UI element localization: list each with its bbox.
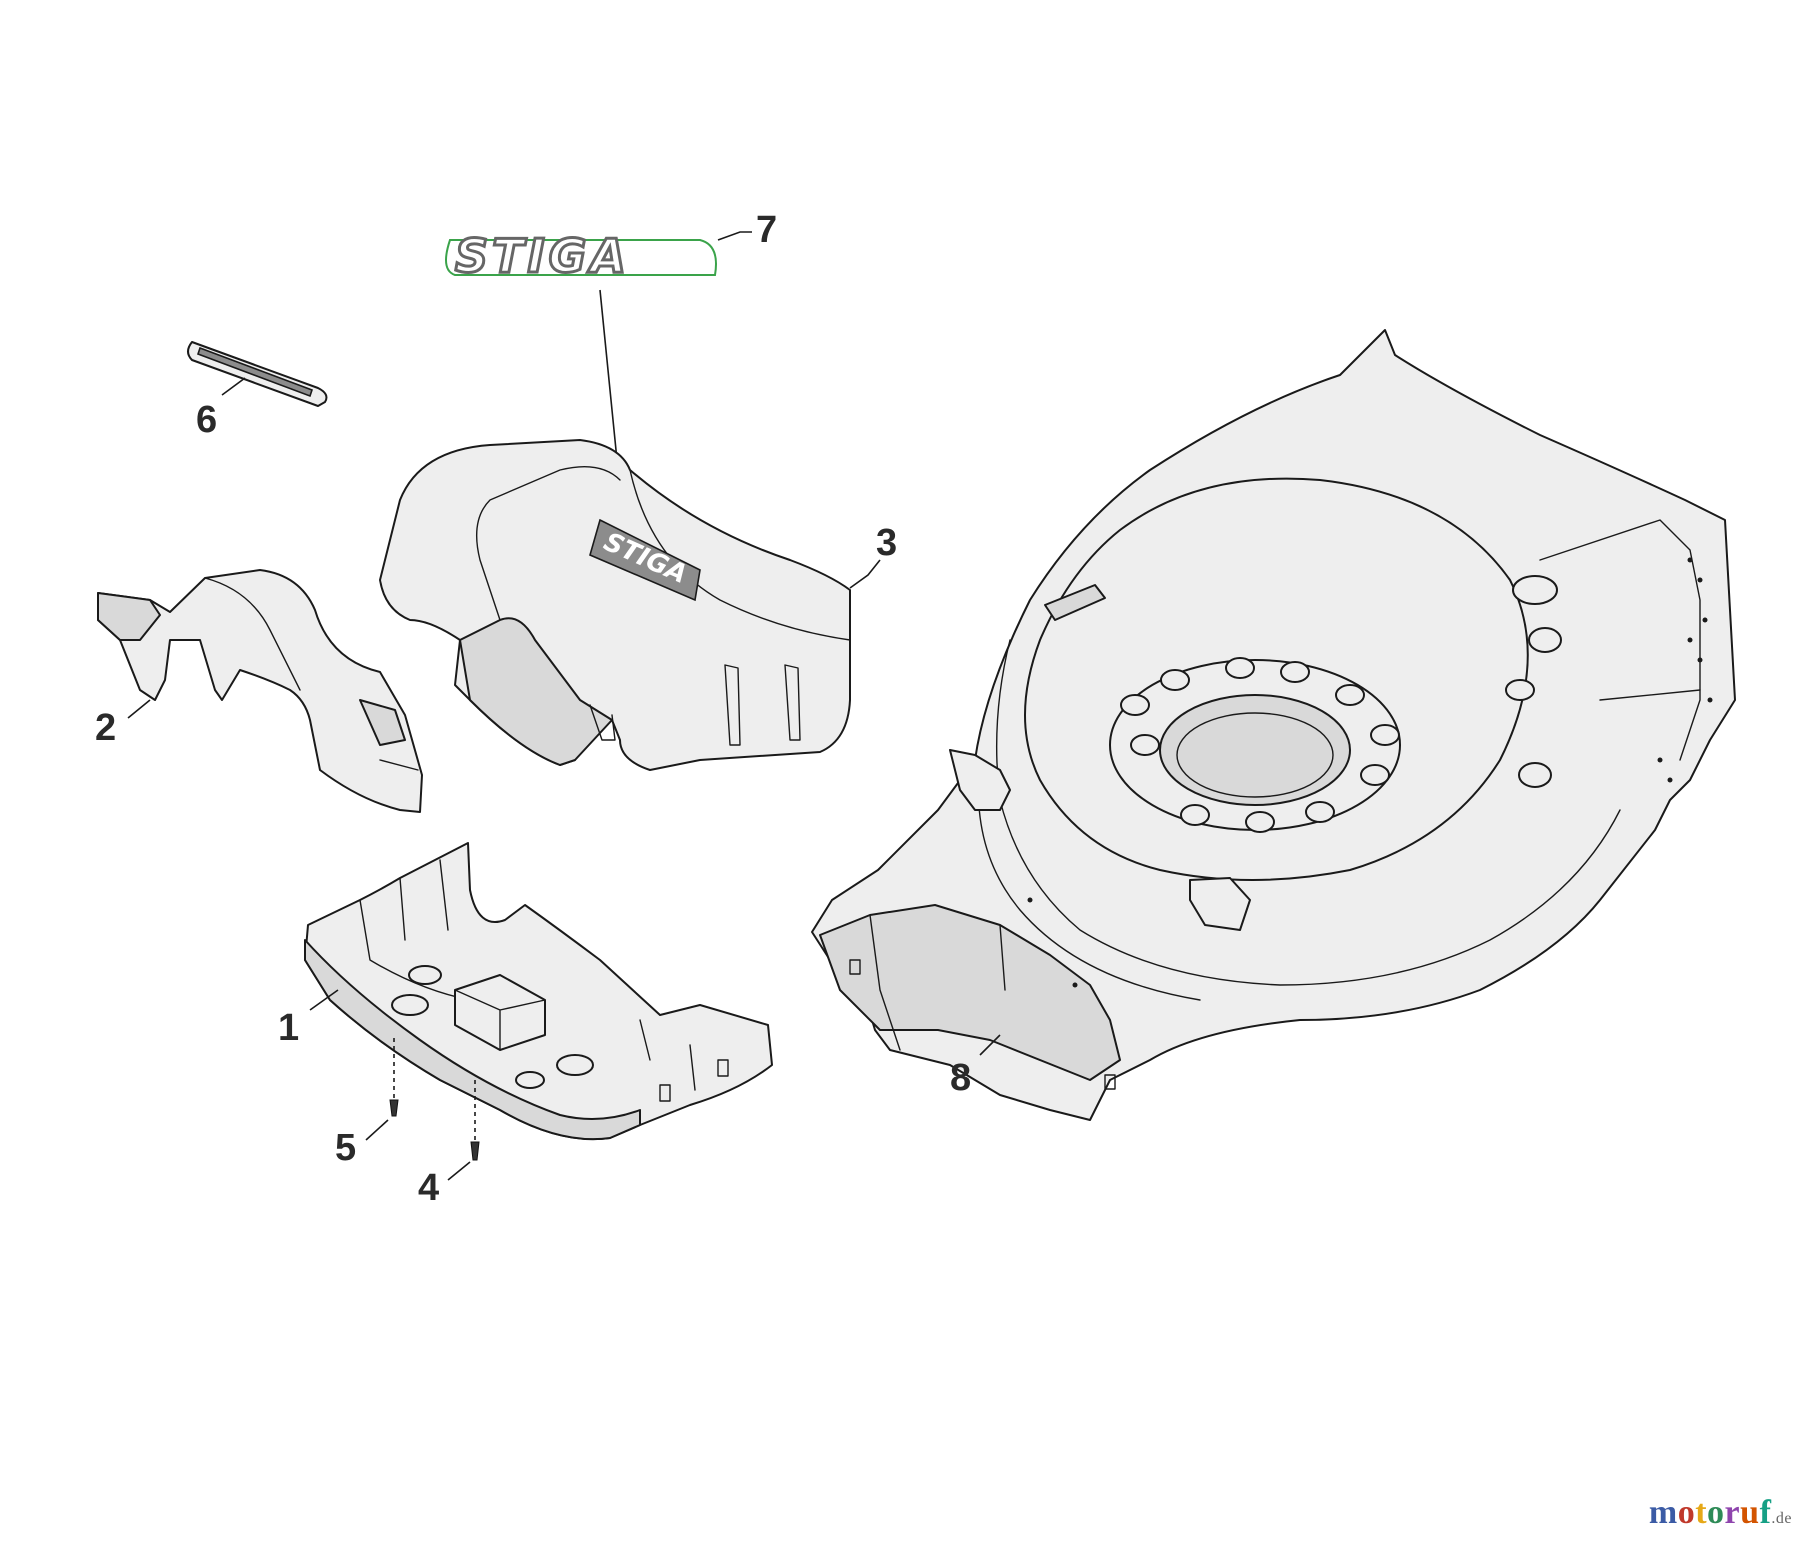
watermark-letter: r <box>1724 1494 1741 1531</box>
part-5-screw <box>389 1099 399 1117</box>
callout-5: 5 <box>335 1127 356 1169</box>
leader-8 <box>979 1034 1001 1056</box>
part-4-screw <box>470 1141 480 1161</box>
watermark-tld: .de <box>1771 1510 1792 1527</box>
callout-3: 3 <box>876 522 897 564</box>
leader-7 <box>717 231 752 241</box>
watermark-letter: m <box>1648 1494 1678 1531</box>
part-1-lower-tray <box>304 842 773 1141</box>
stiga-decal-text: STIGA <box>455 229 630 283</box>
leader-3 <box>849 559 881 589</box>
watermark-letter: f <box>1759 1494 1772 1531</box>
callout-8: 8 <box>950 1057 971 1099</box>
callout-7: 7 <box>756 209 777 251</box>
leader-1 <box>309 989 339 1011</box>
callout-2: 2 <box>95 707 116 749</box>
motoruf-watermark: motoruf.de <box>1649 1494 1792 1532</box>
part-8-mower-deck <box>811 329 1736 1121</box>
stiga-decal: STIGA <box>445 228 717 285</box>
leader-2 <box>127 699 151 719</box>
watermark-letter: t <box>1695 1494 1708 1531</box>
callout-4: 4 <box>418 1167 439 1209</box>
leader-5 <box>365 1119 389 1141</box>
callout-1: 1 <box>278 1007 299 1049</box>
watermark-letter: o <box>1707 1494 1725 1531</box>
part-2-handle-bracket <box>97 569 423 813</box>
part-3-upper-cover: STIGA <box>379 439 851 771</box>
leader-6 <box>221 377 246 396</box>
leader-4 <box>447 1161 471 1181</box>
part-6-strip <box>187 341 328 407</box>
deck-bolt-bosses <box>1120 657 1400 833</box>
watermark-text: motoruf <box>1649 1494 1772 1531</box>
watermark-letter: u <box>1740 1494 1760 1531</box>
watermark-letter: o <box>1677 1494 1696 1531</box>
callout-6: 6 <box>196 399 217 441</box>
